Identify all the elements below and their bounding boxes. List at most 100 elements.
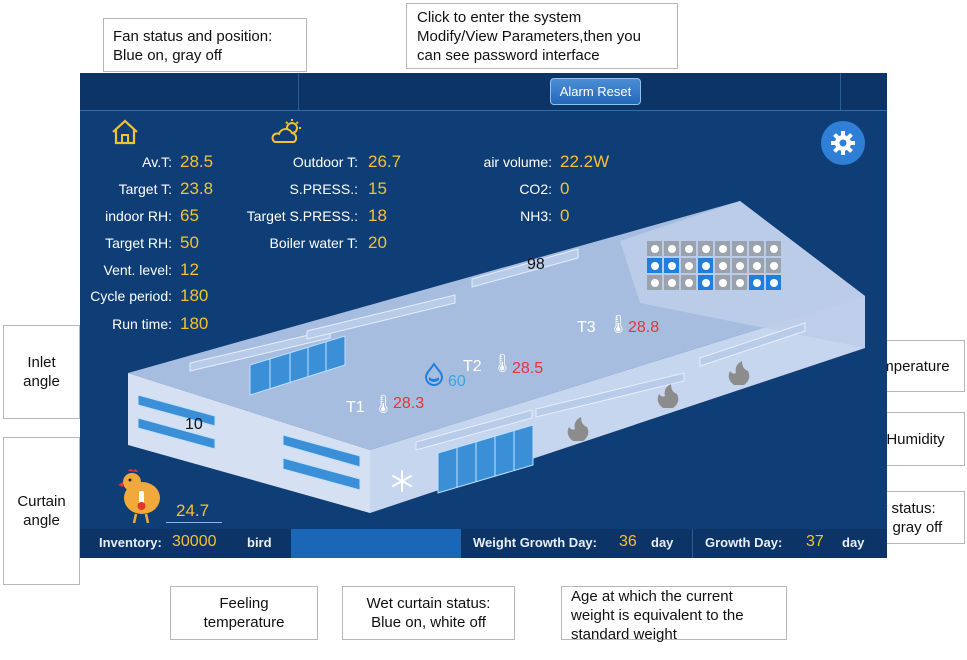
- top-bar-divider: [298, 73, 299, 110]
- wet-curtain-roof: [249, 335, 346, 396]
- growth-day-value: 37: [806, 533, 824, 550]
- curtain-strip: [282, 457, 361, 491]
- fan-grid: [647, 241, 781, 292]
- co2-label: CO2:: [519, 181, 552, 197]
- curtain-strip: [137, 417, 216, 450]
- house-right-gable: [620, 201, 865, 348]
- fan-icon: [749, 241, 764, 256]
- wet-curtain-note: Wet curtain status: Blue on, white off: [342, 586, 515, 640]
- fan-icon: [732, 258, 747, 273]
- inlet-angle-note: Inlet angle: [3, 325, 80, 419]
- fan-icon: [766, 241, 781, 256]
- feeling-temperature-note: Feeling temperature: [170, 586, 318, 640]
- fan-icon: [681, 241, 696, 256]
- growth-day-label: Growth Day:: [705, 535, 783, 550]
- bottom-divider: [692, 529, 693, 558]
- curtain-angle-note: Curtain angle: [3, 437, 80, 585]
- target-t-label: Target T:: [118, 181, 172, 197]
- snowflake-icon: [392, 470, 412, 492]
- air-volume-value: 22.2W: [560, 152, 610, 171]
- gear-icon: [831, 131, 855, 155]
- weather-icon: [271, 119, 301, 143]
- humidity-value: 60: [448, 373, 466, 390]
- fan-icon: [766, 258, 781, 273]
- run-time-label: Run time:: [112, 316, 172, 332]
- nh3-value: 0: [560, 206, 570, 225]
- inlet-strip: [699, 322, 806, 367]
- vent-level-label: Vent. level:: [103, 262, 173, 278]
- curtain-strip: [282, 434, 361, 468]
- fan-icon: [715, 258, 730, 273]
- indoor-rh-label: indoor RH:: [105, 208, 172, 224]
- fan-icon: [647, 241, 662, 256]
- top-bar-divider: [840, 73, 841, 110]
- home-icon: [112, 119, 138, 145]
- fan-icon: [732, 275, 747, 290]
- nh3-label: NH3:: [520, 208, 552, 224]
- sensor-t3-name: T3: [577, 319, 596, 336]
- poultry-house-diagram: [128, 201, 865, 513]
- target-static-pressure-value: 18: [368, 206, 387, 225]
- age-equivalent-note: Age at which the current weight is equiv…: [561, 586, 787, 643]
- fan-icon: [681, 258, 696, 273]
- fan-icon: [647, 258, 662, 273]
- weight-growth-unit: day: [651, 535, 674, 550]
- outdoor-t-value: 26.7: [368, 152, 402, 171]
- fan-status-note: Fan status and position: Blue on, gray o…: [103, 18, 307, 72]
- fan-row: [647, 275, 781, 290]
- inventory-label: Inventory:: [99, 535, 162, 550]
- inlet-strip: [471, 248, 579, 288]
- inventory-value: 30000: [172, 533, 217, 550]
- inventory-unit: bird: [247, 535, 272, 550]
- fan-icon: [664, 241, 679, 256]
- fan-icon: [664, 275, 679, 290]
- heater-icon: [567, 417, 589, 441]
- chicken-icon: [118, 469, 160, 524]
- target-rh-value: 50: [180, 233, 199, 252]
- control-panel: Alarm Reset Av.T: 28.5 Target T: 23.8 in…: [80, 73, 887, 558]
- co2-value: 0: [560, 179, 570, 198]
- boiler-water-t-label: Boiler water T:: [269, 235, 358, 251]
- inlet-strip: [189, 329, 331, 372]
- weight-growth-label: Weight Growth Day:: [473, 535, 597, 550]
- growth-day-unit: day: [842, 535, 865, 550]
- system-entry-note: Click to enter the system Modify/View Pa…: [406, 3, 678, 69]
- target-t-value: 23.8: [180, 179, 214, 198]
- thermometer-icon: 🌡: [491, 353, 514, 373]
- boiler-water-t-value: 20: [368, 233, 387, 252]
- fan-icon: [698, 275, 713, 290]
- top-bar: Alarm Reset: [80, 73, 887, 111]
- fan-icon: [715, 275, 730, 290]
- av-t-value: 28.5: [180, 152, 214, 171]
- fan-icon: [698, 241, 713, 256]
- bottom-bar: Inventory: 30000 bird Weight Growth Day:…: [80, 529, 887, 558]
- settings-button[interactable]: [821, 121, 865, 165]
- sensor-t1-value: 28.3: [393, 395, 425, 412]
- sensor-t2-value: 28.5: [512, 360, 544, 377]
- sensor-t2-name: T2: [463, 358, 482, 375]
- curtain-angle-value: 10: [185, 416, 203, 433]
- humidity-icon: [424, 362, 444, 386]
- inlet-strip: [535, 372, 685, 418]
- weight-growth-value: 36: [619, 533, 637, 550]
- inlet-strip: [415, 409, 533, 451]
- fan-icon: [749, 275, 764, 290]
- cycle-period-label: Cycle period:: [90, 288, 172, 304]
- static-pressure-label: S.PRESS.:: [289, 181, 358, 197]
- run-time-value: 180: [180, 314, 209, 333]
- fan-icon: [681, 275, 696, 290]
- feeling-temp-value: 24.7: [176, 501, 210, 520]
- sensor-t3-value: 28.8: [628, 319, 660, 336]
- indoor-rh-value: 65: [180, 206, 199, 225]
- inventory-bar: [291, 529, 461, 558]
- wet-curtain-front: [437, 424, 534, 494]
- vent-level-value: 12: [180, 260, 199, 279]
- thermometer-icon: 🌡: [372, 394, 395, 414]
- curtain-strip: [137, 394, 216, 427]
- fan-icon: [749, 258, 764, 273]
- feeling-temp-underline: [166, 522, 222, 523]
- alarm-reset-button[interactable]: Alarm Reset: [550, 78, 641, 105]
- fan-icon: [766, 275, 781, 290]
- target-static-pressure-label: Target S.PRESS.:: [246, 208, 358, 224]
- air-volume-label: air volume:: [483, 154, 552, 170]
